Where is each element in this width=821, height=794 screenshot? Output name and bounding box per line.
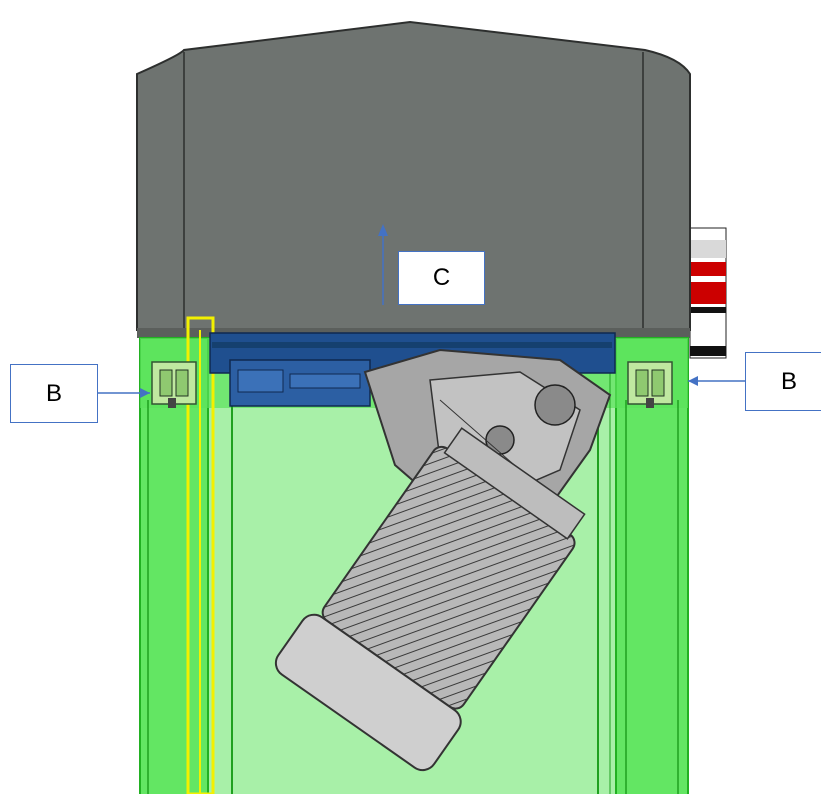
blue-mounting-plate: [209, 332, 616, 407]
left-bracket-b: [151, 361, 197, 408]
right-bracket-b: [627, 361, 673, 408]
electric-motor: [274, 427, 586, 772]
yellow-guide-bar: [186, 316, 215, 794]
callout-arrows: [98, 224, 745, 398]
callout-label-c: C: [398, 251, 485, 305]
callout-label-b-left: B: [10, 364, 98, 423]
callout-label-b-right: B: [745, 352, 821, 411]
side-indicator-strip: [689, 227, 727, 359]
